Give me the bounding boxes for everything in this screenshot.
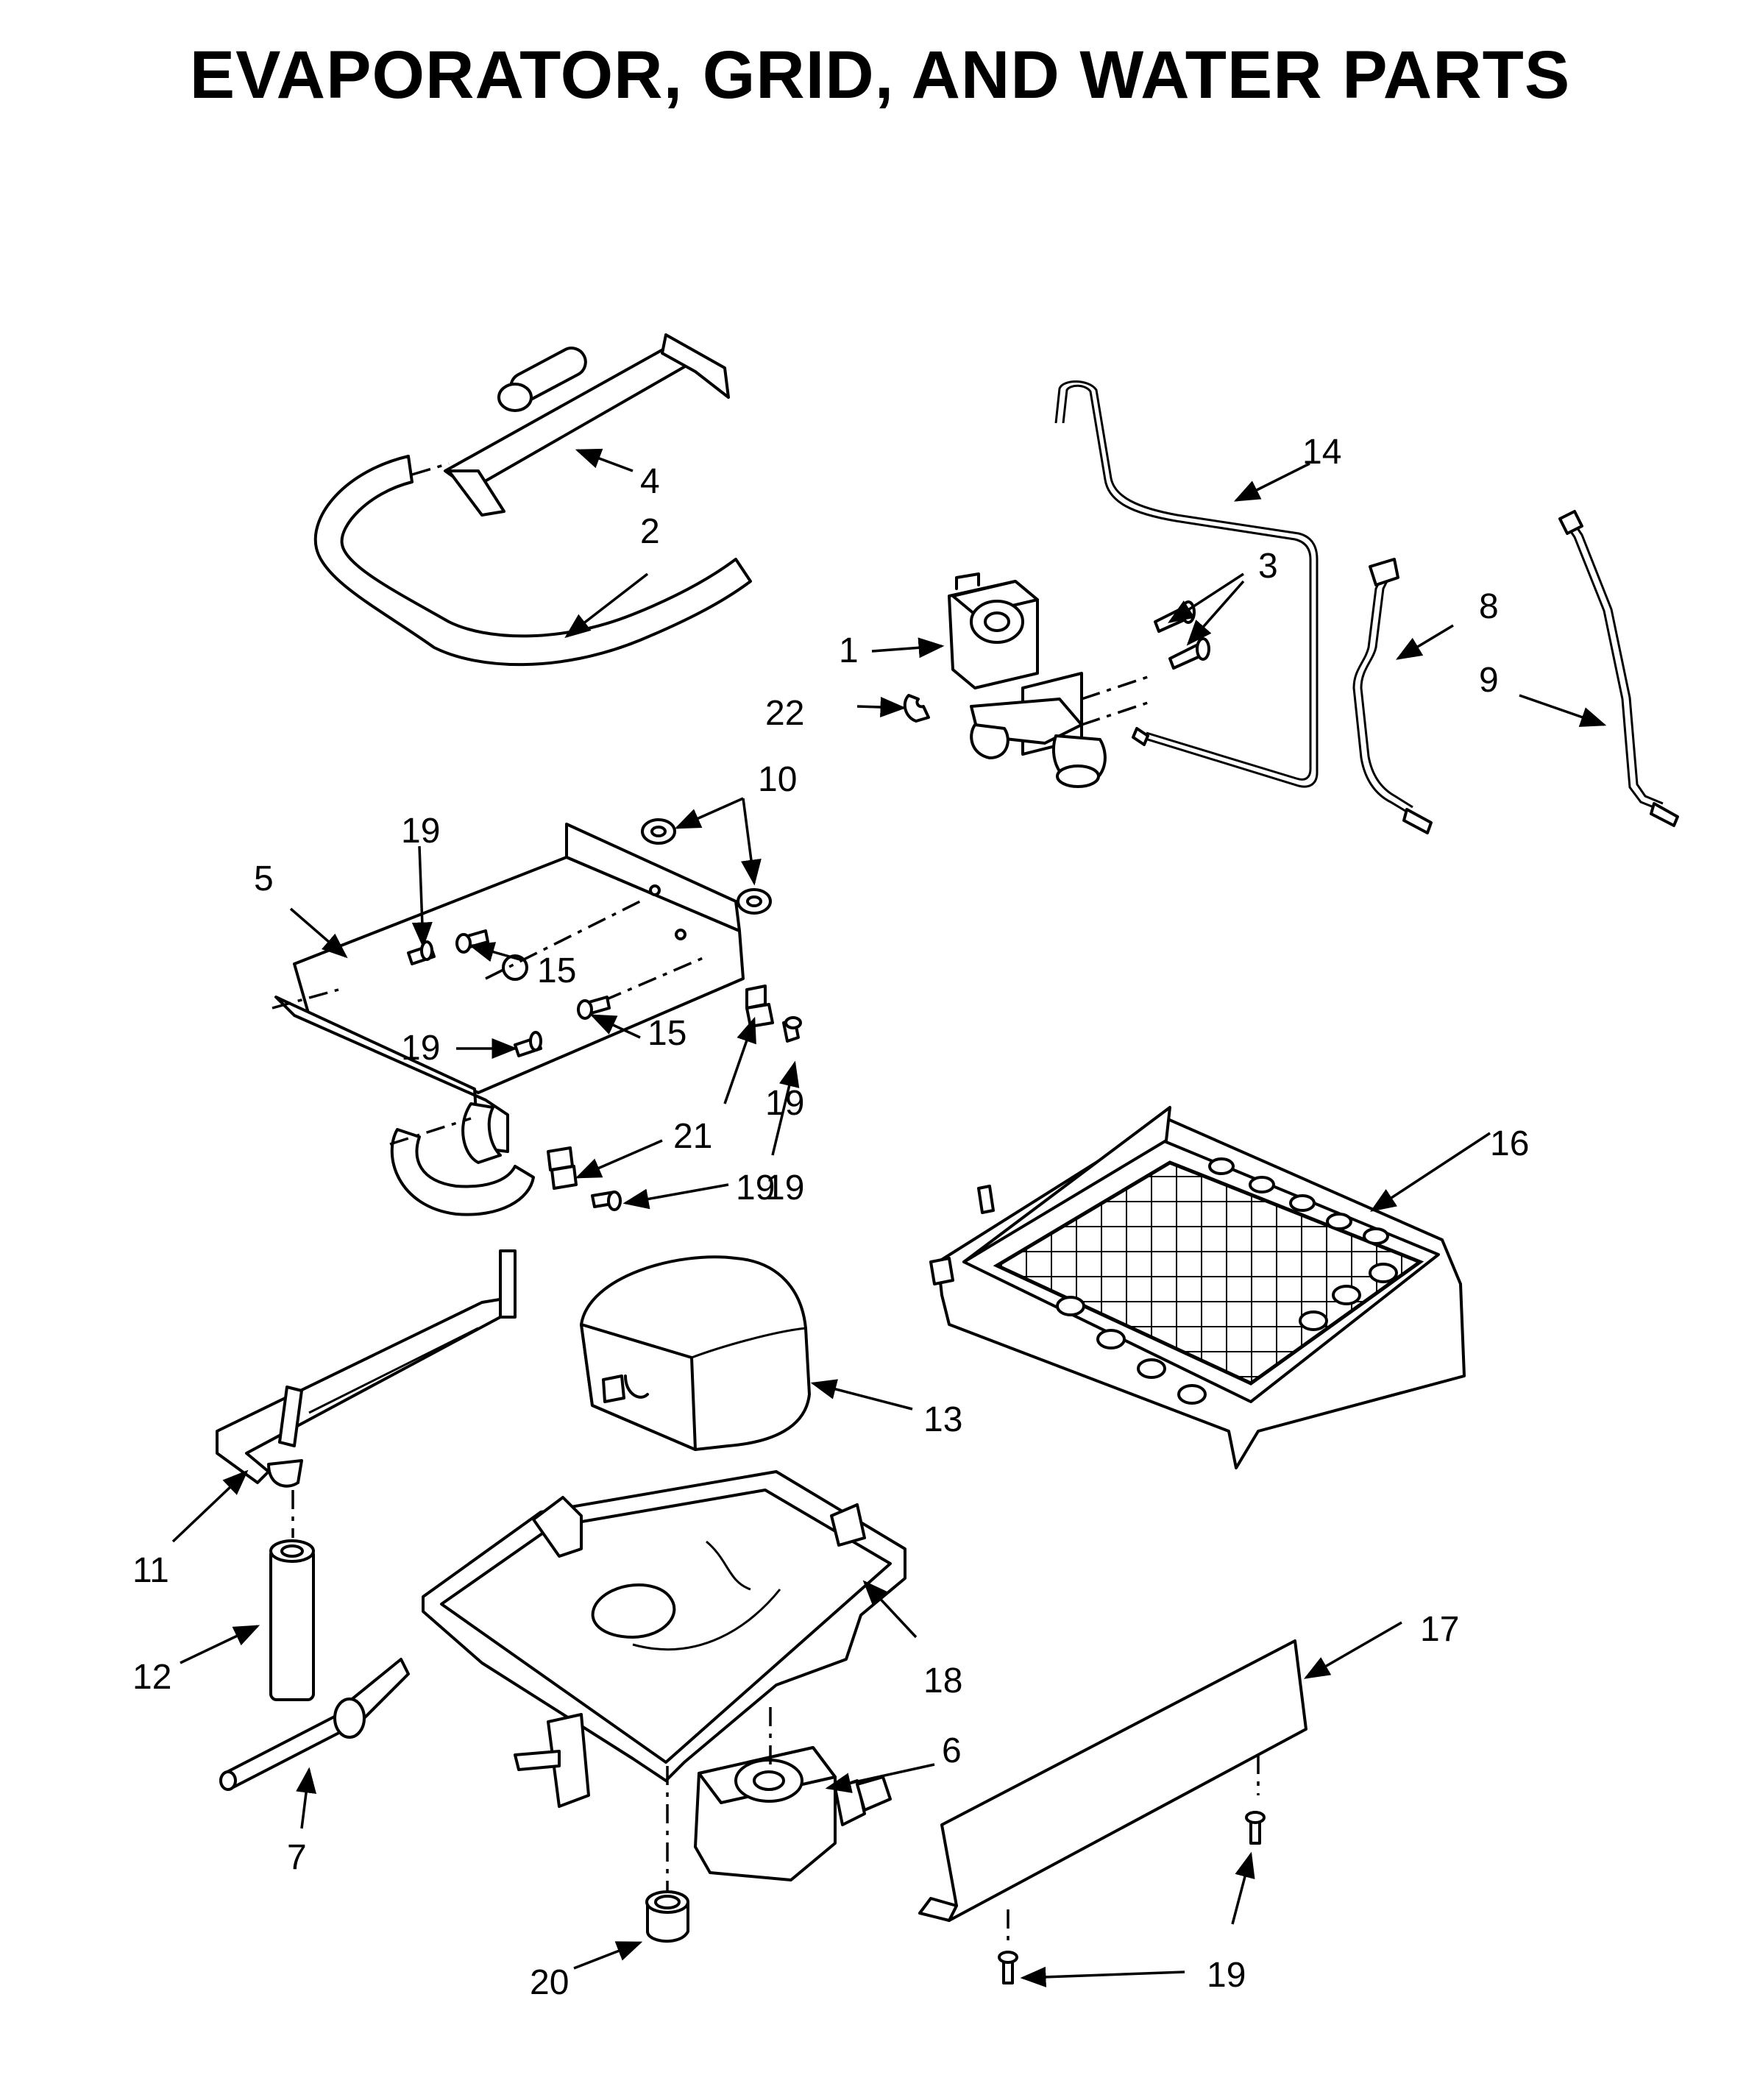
callout-6: 6	[942, 1731, 962, 1770]
part-12-tube	[269, 1490, 315, 1701]
callout-15b: 15	[647, 1014, 686, 1053]
callout-8: 8	[1479, 587, 1499, 626]
callout-19c: 19	[736, 1168, 775, 1207]
callout-19e: 19	[1207, 1956, 1246, 1995]
leader-lines	[171, 448, 1607, 1987]
callout-17: 17	[1420, 1610, 1459, 1649]
part-19-lower-screws	[998, 1811, 1266, 1984]
part-7-fill-tube	[219, 1658, 410, 1791]
part-5-evaporator-cover	[272, 823, 767, 1216]
callout-1: 1	[839, 631, 859, 670]
part-3-screws	[1154, 600, 1210, 670]
callout-3: 3	[1258, 547, 1278, 586]
callout-19a: 19	[401, 812, 440, 851]
callout-20: 20	[530, 1963, 569, 2002]
part-1-water-valve	[948, 572, 1149, 788]
callout-labels: 1 2 3 4 5 6 7 8 9 10 11 12 13 14 15 15 1…	[132, 433, 1529, 2002]
part-22-clip	[903, 694, 930, 723]
grid-pegs	[1056, 1157, 1398, 1405]
callout-19b: 19	[401, 1029, 440, 1068]
callout-11: 11	[132, 1551, 169, 1590]
part-18-ice-bucket	[422, 1470, 906, 1808]
page-title: EVAPORATOR, GRID, AND WATER PARTS	[189, 38, 1571, 113]
part-8-tube	[1352, 558, 1433, 834]
callout-12: 12	[132, 1658, 171, 1697]
part-13-cover	[580, 1255, 811, 1451]
callout-9: 9	[1479, 661, 1499, 700]
callout-5: 5	[254, 859, 274, 898]
callout-10: 10	[758, 760, 797, 799]
part-10-grommets	[641, 818, 772, 915]
callout-19f: 19	[765, 1168, 804, 1207]
part-9-tube	[1558, 510, 1679, 827]
callout-2: 2	[640, 512, 660, 551]
callout-4: 4	[640, 462, 660, 501]
part-20-auger-nut	[645, 1766, 689, 1943]
callout-19d: 19	[765, 1084, 804, 1123]
part-2-evaporator-tube	[313, 455, 752, 667]
part-16-ice-grid	[929, 1106, 1466, 1469]
callout-22: 22	[765, 694, 804, 733]
callout-15a: 15	[537, 951, 576, 990]
callout-14: 14	[1302, 433, 1341, 472]
callout-7: 7	[287, 1838, 307, 1877]
part-4-heat-exchanger	[411, 333, 730, 517]
part-11-fill-cup	[216, 1249, 517, 1488]
callout-18: 18	[923, 1661, 962, 1700]
callout-13: 13	[923, 1400, 962, 1439]
callout-21: 21	[673, 1117, 712, 1156]
part-6-auger-motor	[694, 1707, 892, 1881]
part-14-water-tube	[1054, 380, 1319, 788]
part-17-deflector	[918, 1639, 1307, 1943]
callout-16: 16	[1490, 1124, 1529, 1163]
